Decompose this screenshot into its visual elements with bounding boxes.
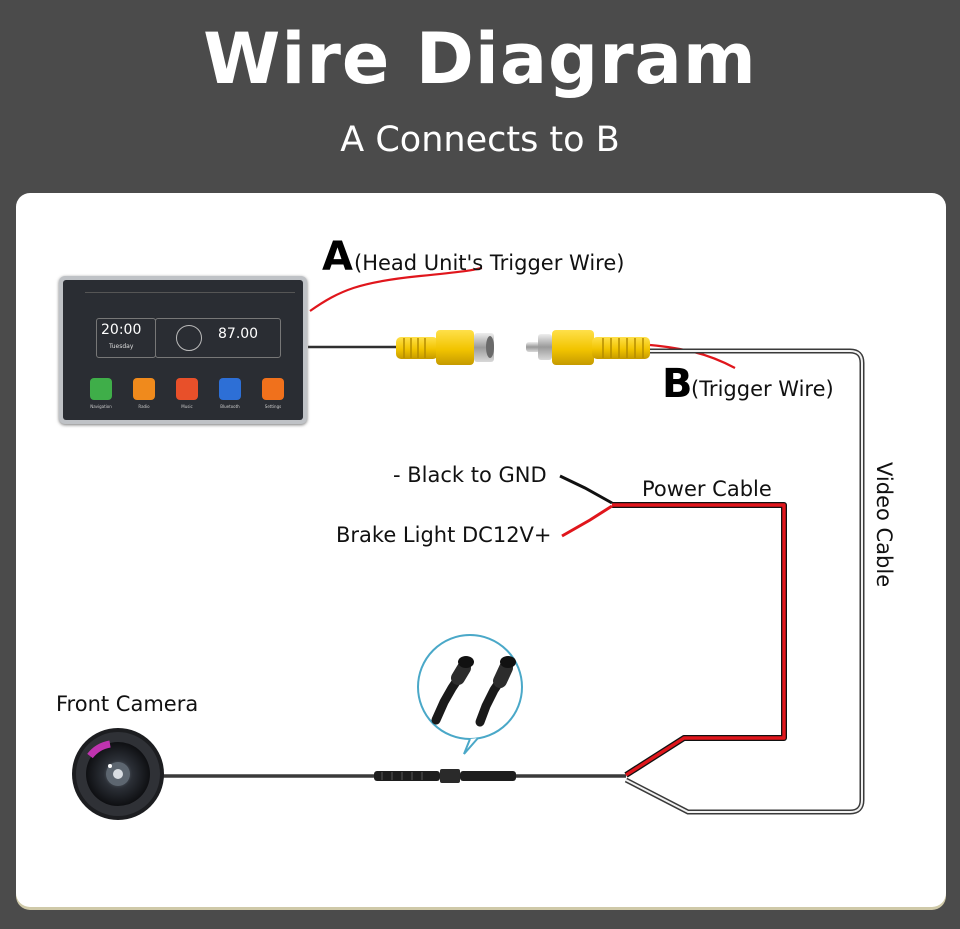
app-label: Music: [181, 404, 193, 409]
inline-connector: [374, 769, 516, 783]
radio-widget: 87.00: [155, 318, 281, 358]
label-b-letter: B: [662, 361, 693, 407]
radio-frequency: 87.00: [218, 326, 259, 342]
page-subtitle: A Connects to B: [340, 120, 620, 160]
music-app-icon: [176, 378, 198, 400]
app-label: Settings: [264, 404, 282, 409]
rca-female-connector: [396, 330, 494, 365]
brake-light-label: Brake Light DC12V+: [336, 523, 552, 547]
clock-widget: 20:00 Tuesday: [96, 318, 156, 358]
ground-wire: [559, 474, 613, 505]
brake-light-wire: [561, 504, 613, 538]
label-a-text: (Head Unit's Trigger Wire): [354, 251, 625, 275]
trigger-wire-a: [309, 266, 483, 312]
power-cable-label: Power Cable: [642, 477, 772, 501]
clock-day: Tuesday: [109, 343, 134, 350]
front-camera: [72, 728, 164, 820]
radio-icon: [176, 325, 202, 351]
connector-detail-bubble: [417, 634, 523, 755]
rca-male-connector: [526, 330, 650, 365]
video-cable: [624, 348, 865, 815]
app-label: Navigation: [90, 404, 112, 409]
app-label: Bluetooth: [220, 404, 240, 409]
navigation-app-icon: [90, 378, 112, 400]
radio-app-icon: [133, 378, 155, 400]
clock-time: 20:00: [101, 322, 142, 338]
front-camera-label: Front Camera: [56, 692, 199, 716]
bluetooth-app-icon: [219, 378, 241, 400]
label-a-letter: A: [322, 234, 353, 280]
label-b-text: (Trigger Wire): [691, 377, 834, 401]
power-cable: [612, 502, 787, 778]
head-unit-screen: 20:00 Tuesday 87.00 Navigation Radio Mus…: [63, 280, 303, 420]
app-label: Radio: [138, 404, 150, 409]
video-cable-label: Video Cable: [872, 462, 896, 588]
settings-app-icon: [262, 378, 284, 400]
head-unit: 20:00 Tuesday 87.00 Navigation Radio Mus…: [59, 276, 307, 424]
black-gnd-label: - Black to GND: [393, 463, 547, 487]
page-title: Wire Diagram: [203, 18, 757, 100]
